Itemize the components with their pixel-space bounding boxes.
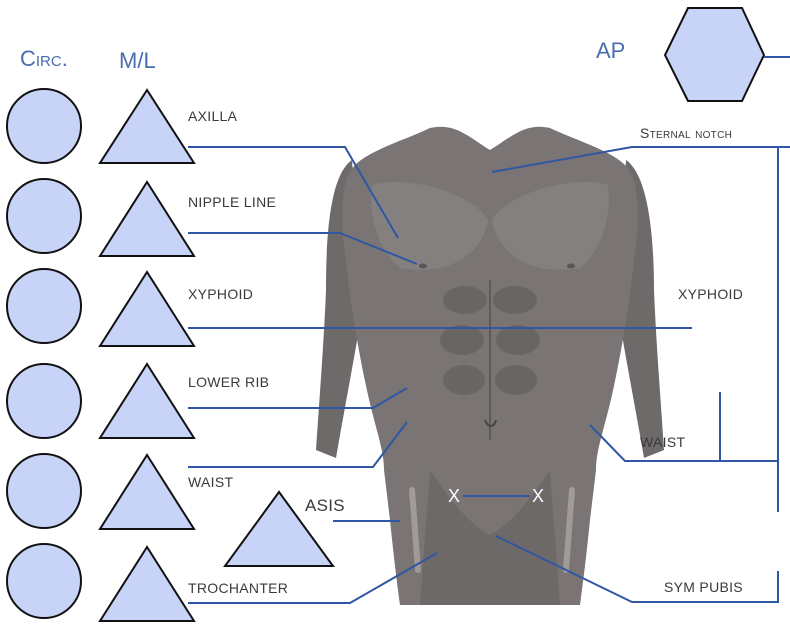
ml-triangle-xyphoid[interactable] xyxy=(100,272,194,346)
circ-circle-trochanter[interactable] xyxy=(7,544,81,618)
asis-marker-left: X xyxy=(448,486,460,507)
ml-triangle-lower-rib[interactable] xyxy=(100,364,194,438)
label-trochanter: TROCHANTER xyxy=(188,580,288,596)
label-nipple-line: NIPPLE LINE xyxy=(188,194,276,210)
circ-header: Circ. xyxy=(20,46,68,72)
label-xyphoid-left: XYPHOID xyxy=(188,286,253,302)
label-lower-rib: LOWER RIB xyxy=(188,374,269,390)
circ-circle-nipple-line[interactable] xyxy=(7,179,81,253)
ap-hexagon[interactable] xyxy=(665,8,764,101)
ap-header: AP xyxy=(596,38,625,64)
ml-triangle-nipple-line[interactable] xyxy=(100,182,194,256)
circ-circle-axilla[interactable] xyxy=(7,89,81,163)
ml-triangle-waist[interactable] xyxy=(100,455,194,529)
label-axilla: AXILLA xyxy=(188,108,237,124)
circ-circle-lower-rib[interactable] xyxy=(7,364,81,438)
circ-column xyxy=(7,89,81,618)
ml-column xyxy=(100,90,333,621)
leader-waist xyxy=(188,422,407,467)
label-xyphoid-right: XYPHOID xyxy=(678,286,743,302)
asis-marker-right: X xyxy=(532,486,544,507)
circ-circle-xyphoid[interactable] xyxy=(7,269,81,343)
torso-figure xyxy=(316,127,664,605)
ml-triangle-axilla[interactable] xyxy=(100,90,194,163)
label-waist-right: WAIST xyxy=(640,434,685,450)
label-sternal-notch: Sternal notch xyxy=(640,125,732,141)
label-asis: ASIS xyxy=(305,496,345,516)
ml-header: M/L xyxy=(119,48,156,74)
label-sym-pubis: SYM PUBIS xyxy=(664,579,743,595)
ml-triangle-trochanter[interactable] xyxy=(100,547,194,621)
label-waist-left: WAIST xyxy=(188,474,233,490)
circ-circle-waist[interactable] xyxy=(7,454,81,528)
